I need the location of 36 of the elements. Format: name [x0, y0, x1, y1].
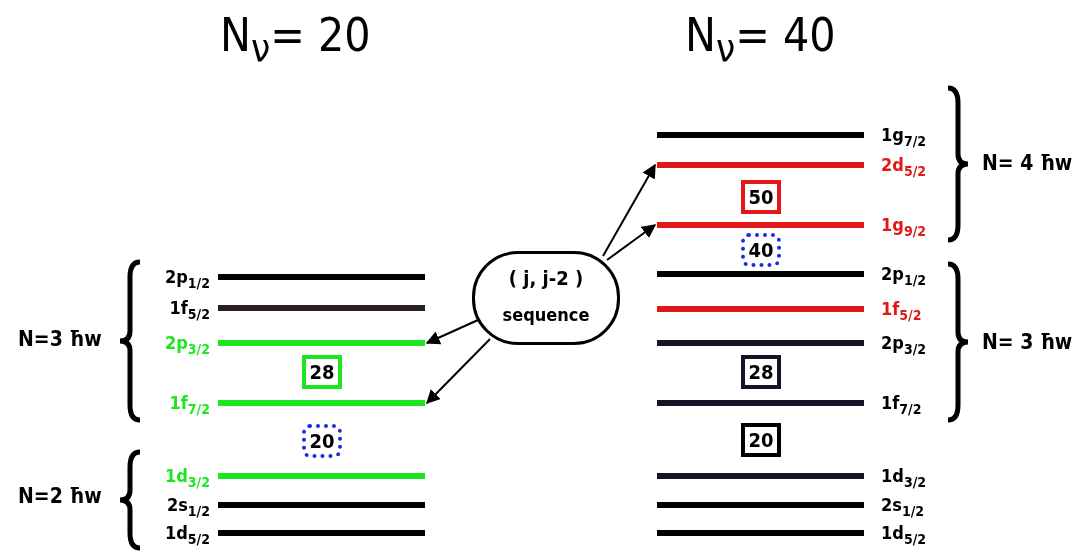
rounded-bubble	[472, 251, 620, 345]
bubble-heading: ( j, j-2 )	[507, 266, 585, 290]
magic-number-box: 28	[302, 355, 342, 389]
level-label: 1f$_{7/2}$	[169, 393, 210, 419]
shell-label: N=3 ħw	[18, 327, 102, 351]
arrow	[425, 319, 479, 345]
level-label: 1f$_{5/2}$	[881, 299, 922, 325]
magic-number: 20	[302, 424, 342, 458]
level-label: 2s$_{1/2}$	[166, 495, 210, 521]
level-label: 1f$_{5/2}$	[169, 298, 210, 324]
diagram-heading: N$_{ν}$= 40	[685, 8, 836, 71]
level-label: 1d$_{5/2}$	[165, 523, 210, 549]
magic-number-box: 20	[741, 423, 781, 457]
diagram-heading: N$_{ν}$= 20	[220, 8, 371, 71]
level-label: 2p$_{3/2}$	[165, 333, 210, 359]
level-label: 2p$_{1/2}$	[881, 264, 926, 290]
level-label: 1d$_{3/2}$	[165, 466, 210, 492]
level-label: 1g$_{9/2}$	[881, 215, 926, 241]
bubble-text: sequence	[501, 304, 591, 325]
arrow	[606, 224, 657, 261]
shell-label: N= 4 ħw	[982, 151, 1073, 175]
shell-label: N=2 ħw	[18, 484, 102, 508]
level-label: 2p$_{1/2}$	[165, 267, 210, 293]
level-label: 1d$_{5/2}$	[881, 523, 926, 549]
level-label: 2s$_{1/2}$	[881, 495, 925, 521]
magic-number-box: 28	[741, 355, 781, 389]
level-label: 2d$_{5/2}$	[881, 155, 926, 181]
level-label: 2p$_{3/2}$	[881, 333, 926, 359]
level-label: 1g$_{7/2}$	[881, 125, 926, 151]
shell-label: N= 3 ħw	[982, 330, 1073, 354]
arrow	[426, 338, 491, 404]
arrow	[602, 163, 656, 257]
level-label: 1d$_{3/2}$	[881, 466, 926, 492]
magic-number: 40	[741, 233, 781, 267]
level-label: 1f$_{7/2}$	[881, 393, 922, 419]
magic-number-box: 50	[741, 180, 781, 214]
